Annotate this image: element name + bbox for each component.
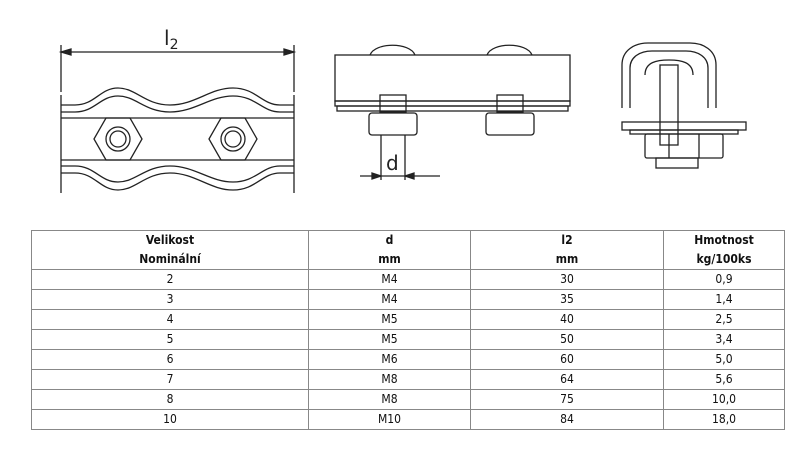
technical-drawing: l2 d [58, 26, 747, 193]
table-cell: M4 [308, 289, 471, 310]
header-d: d [308, 230, 471, 250]
table-cell: 5 [31, 329, 309, 350]
table-cell: 8 [31, 389, 309, 410]
top-view-drawing: l2 [58, 26, 297, 193]
table-cell: 84 [470, 409, 664, 430]
table-cell: M8 [308, 369, 471, 390]
table-cell: M10 [308, 409, 471, 430]
table-cell: M5 [308, 309, 471, 330]
specification-table: Velikost d l2 Hmotnost Nominální mm mm k… [31, 230, 785, 430]
table-cell: 30 [470, 269, 664, 290]
table-cell: 35 [470, 289, 664, 310]
unit-d: mm [308, 250, 471, 270]
table-cell: 0,9 [663, 269, 785, 290]
unit-l2: mm [470, 250, 664, 270]
side-view-drawing: d [334, 44, 571, 180]
table-cell: 4 [31, 309, 309, 330]
table-cell: M6 [308, 349, 471, 370]
table-cell: 18,0 [663, 409, 785, 430]
l2-label: l2 [164, 26, 178, 53]
table-cell: M4 [308, 269, 471, 290]
table-cell: 64 [470, 369, 664, 390]
table-cell: 2,5 [663, 309, 785, 330]
table-cell: 6 [31, 349, 309, 370]
table-cell: 3 [31, 289, 309, 310]
unit-hmotnost: kg/100ks [663, 250, 785, 270]
header-units-row: Nominální mm mm kg/100ks [31, 250, 785, 270]
header-velikost: Velikost [31, 230, 309, 250]
table-cell: 3,4 [663, 329, 785, 350]
table-cell: 50 [470, 329, 664, 350]
table-cell: M8 [308, 389, 471, 410]
table-cell: 2 [31, 269, 309, 290]
table-cell: 7 [31, 369, 309, 390]
d-label: d [386, 151, 399, 175]
table-cell: 10,0 [663, 389, 785, 410]
end-view-drawing [621, 42, 747, 169]
table-cell: M5 [308, 329, 471, 350]
table-cell: 1,4 [663, 289, 785, 310]
header-row: Velikost d l2 Hmotnost [31, 230, 785, 250]
header-l2: l2 [470, 230, 664, 250]
header-nominalni: Nominální [31, 250, 309, 270]
header-hmotnost: Hmotnost [663, 230, 785, 250]
table-cell: 60 [470, 349, 664, 370]
table-cell: 75 [470, 389, 664, 410]
table-cell: 10 [31, 409, 309, 430]
table-cell: 5,0 [663, 349, 785, 370]
table-cell: 5,6 [663, 369, 785, 390]
table-cell: 40 [470, 309, 664, 330]
